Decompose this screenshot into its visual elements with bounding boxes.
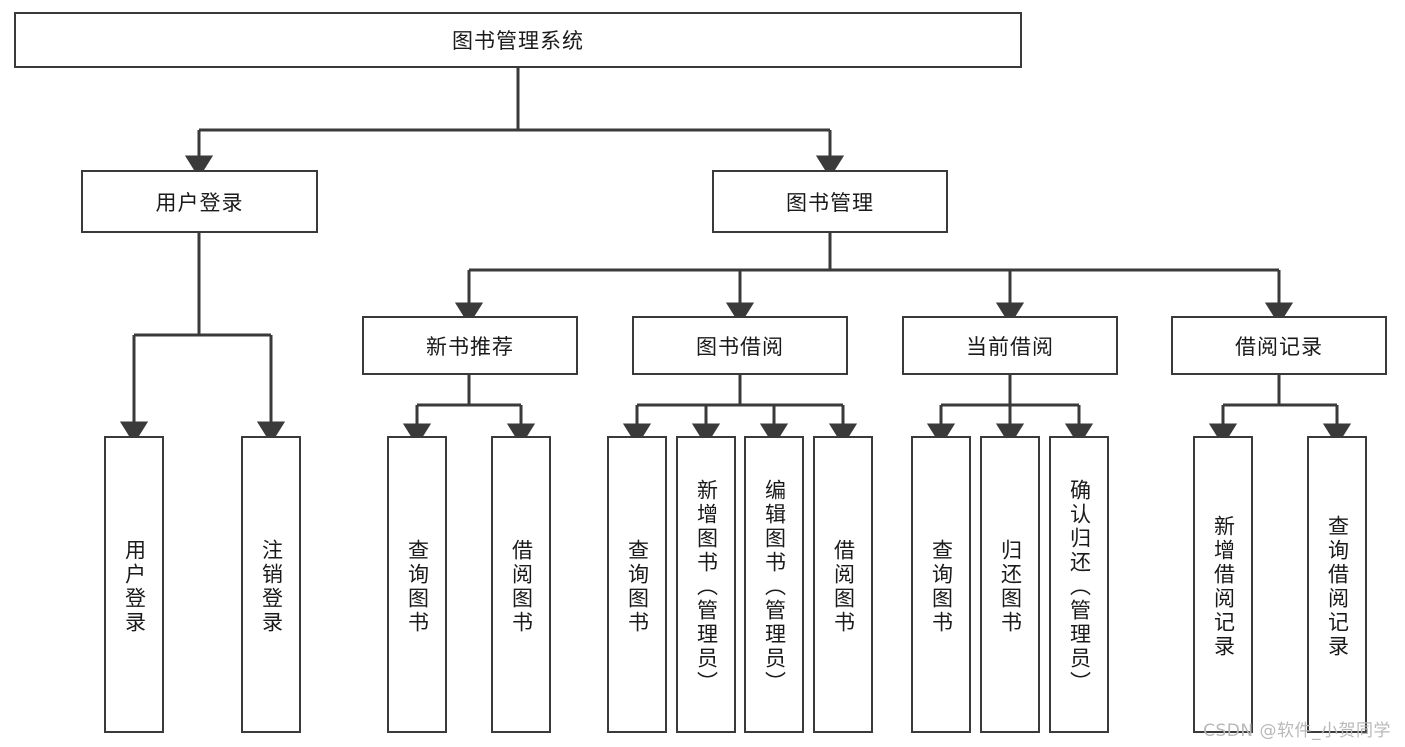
node-book-management[interactable]: 图书管理 [712, 170, 948, 233]
leaf-label: 用户登录 [122, 538, 147, 635]
leaf-confirm-return-admin[interactable]: 确认归还（管理员） [1049, 436, 1109, 733]
node-label: 新书推荐 [426, 334, 514, 359]
node-current-borrow[interactable]: 当前借阅 [902, 316, 1118, 375]
leaf-label: 归还图书 [998, 538, 1023, 635]
leaf-edit-book-admin[interactable]: 编辑图书（管理员） [744, 436, 804, 733]
leaf-query-book-current[interactable]: 查询图书 [911, 436, 971, 733]
leaf-label: 借阅图书 [831, 538, 856, 635]
leaf-query-book-recommend[interactable]: 查询图书 [387, 436, 447, 733]
leaf-query-borrow-record[interactable]: 查询借阅记录 [1307, 436, 1367, 733]
leaf-add-borrow-record[interactable]: 新增借阅记录 [1193, 436, 1253, 733]
node-user-login[interactable]: 用户登录 [81, 170, 318, 233]
leaf-label: 注销登录 [259, 538, 284, 635]
leaf-borrow-book[interactable]: 借阅图书 [813, 436, 873, 733]
node-label: 图书管理 [786, 190, 874, 215]
leaf-label: 查询图书 [929, 538, 954, 635]
node-borrow-record[interactable]: 借阅记录 [1171, 316, 1387, 375]
node-label: 借阅记录 [1235, 334, 1323, 359]
node-book-borrow[interactable]: 图书借阅 [632, 316, 848, 375]
leaf-label: 查询图书 [405, 538, 430, 635]
leaf-add-book-admin[interactable]: 新增图书（管理员） [676, 436, 736, 733]
node-label: 图书借阅 [696, 334, 784, 359]
leaf-label: 新增图书（管理员） [694, 478, 719, 695]
leaf-return-book[interactable]: 归还图书 [980, 436, 1040, 733]
watermark: CSDN @软件_小贺同学 [1203, 721, 1391, 741]
leaf-label: 查询借阅记录 [1325, 514, 1350, 659]
leaf-user-logout[interactable]: 注销登录 [241, 436, 301, 733]
leaf-borrow-book-recommend[interactable]: 借阅图书 [491, 436, 551, 733]
node-root-system[interactable]: 图书管理系统 [14, 12, 1022, 68]
leaf-label: 借阅图书 [509, 538, 534, 635]
leaf-query-book-borrow[interactable]: 查询图书 [607, 436, 667, 733]
node-label: 图书管理系统 [452, 29, 584, 53]
leaf-label: 编辑图书（管理员） [762, 478, 787, 695]
node-new-book-recommend[interactable]: 新书推荐 [362, 316, 578, 375]
leaf-label: 查询图书 [625, 538, 650, 635]
node-label: 当前借阅 [966, 334, 1054, 359]
leaf-label: 新增借阅记录 [1211, 514, 1236, 659]
leaf-label: 确认归还（管理员） [1067, 478, 1092, 695]
node-label: 用户登录 [155, 190, 244, 215]
leaf-user-login[interactable]: 用户登录 [104, 436, 164, 733]
